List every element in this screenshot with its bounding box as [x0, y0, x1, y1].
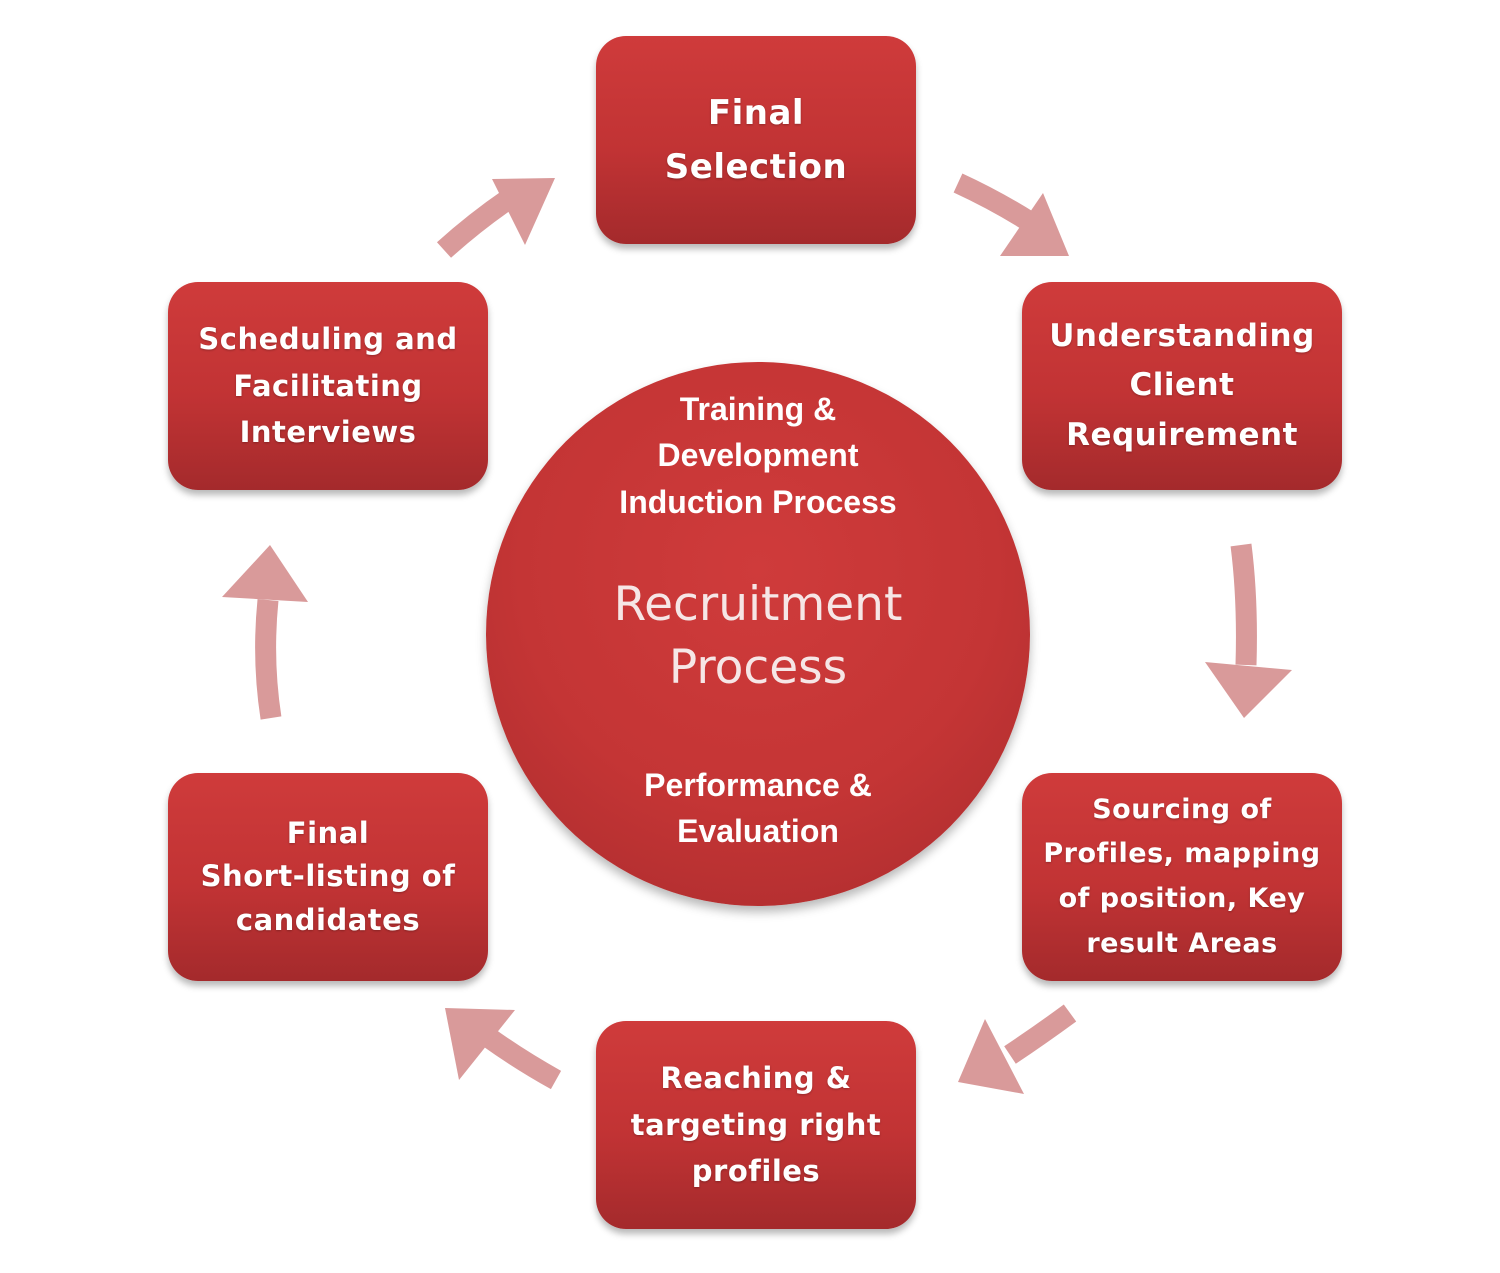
center-top-line: Development	[657, 437, 859, 474]
step-label-line: Sourcing of	[1092, 793, 1272, 825]
step-label-line: profiles	[691, 1154, 821, 1189]
arrow-down-left-icon	[958, 1004, 1077, 1094]
step-label-line: of position, Key	[1058, 883, 1306, 914]
step-label-line: result Areas	[1086, 927, 1278, 959]
center-bottom-label: Performance & Evaluation	[486, 762, 1030, 855]
step-reaching-targeting: Reaching & targeting right profiles	[596, 1021, 916, 1229]
center-bottom-line: Evaluation	[677, 813, 839, 850]
step-sourcing-profiles: Sourcing of Profiles, mapping of positio…	[1022, 773, 1342, 981]
center-title: Recruitment Process	[486, 574, 1030, 699]
step-final-shortlisting: Final Short-listing of candidates	[168, 773, 488, 981]
step-label-line: Short-listing of	[200, 859, 456, 894]
arrow-right-down-icon	[953, 173, 1069, 256]
center-circle: Training & Development Induction Process…	[486, 362, 1030, 906]
step-final-selection: Final Selection	[596, 36, 916, 244]
arrow-up-right-icon	[436, 178, 555, 258]
step-label-line: Interviews	[239, 415, 417, 450]
center-top-label: Training & Development Induction Process	[486, 386, 1030, 525]
step-label-line: Client	[1129, 367, 1235, 404]
center-top-line: Training &	[679, 391, 837, 427]
step-label-line: Reaching &	[660, 1061, 852, 1096]
step-label-line: Final	[707, 92, 805, 133]
step-label-line: Final	[286, 815, 370, 850]
step-scheduling-interviews: Scheduling and Facilitating Interviews	[168, 282, 488, 490]
step-label-line: Selection	[664, 147, 848, 187]
center-top-line: Induction Process	[619, 483, 897, 520]
step-label-line: targeting right	[630, 1107, 882, 1142]
step-understanding-client: Understanding Client Requirement	[1022, 282, 1342, 490]
step-label-line: Understanding	[1049, 317, 1315, 354]
center-bottom-line: Performance &	[644, 767, 872, 803]
step-label-line: Facilitating	[233, 368, 423, 403]
arrow-down-icon	[1205, 543, 1292, 718]
step-label-line: Requirement	[1066, 416, 1298, 453]
arrow-up-left-icon	[445, 1008, 562, 1090]
center-title-line: Process	[668, 639, 848, 695]
step-label-line: Scheduling and	[198, 322, 458, 357]
arrow-up-icon	[222, 545, 308, 720]
step-label-line: Profiles, mapping	[1043, 838, 1321, 870]
center-title-line: Recruitment	[613, 577, 903, 632]
step-label-line: candidates	[235, 902, 421, 937]
